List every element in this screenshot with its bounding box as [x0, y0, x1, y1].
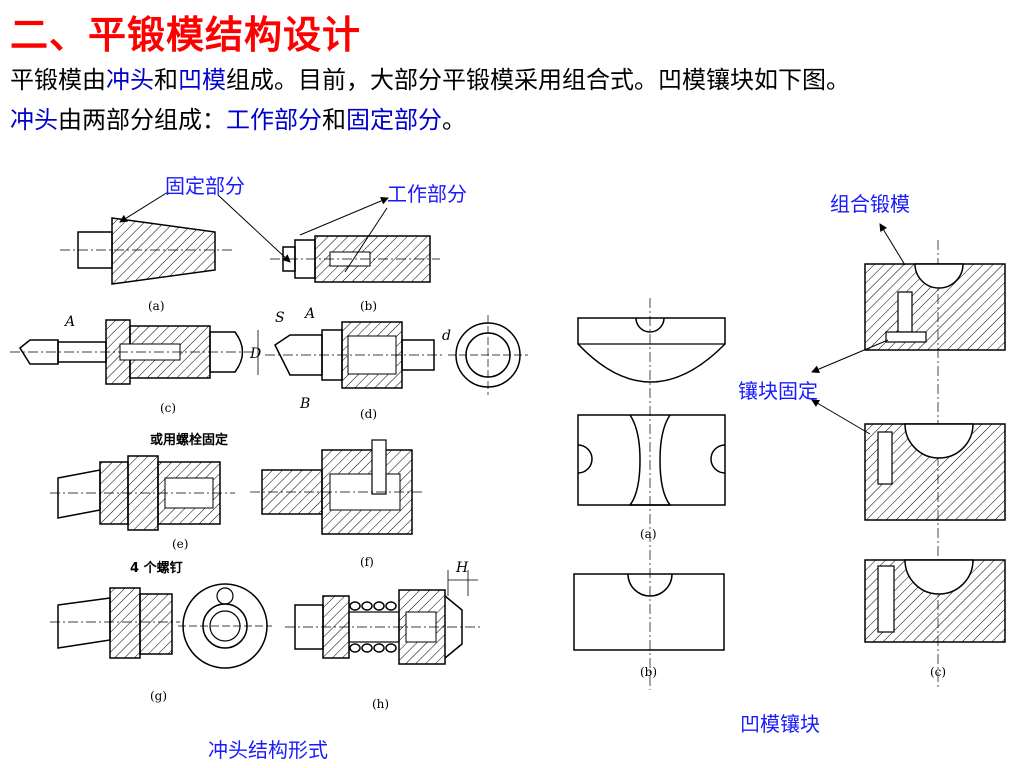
punch-figure-c: A D (c) [10, 314, 261, 415]
figure-label-d: (d) [360, 407, 377, 421]
punch-figure-d: S A B d (d) [265, 306, 528, 421]
punch-figure-f: (f) [250, 439, 425, 569]
para1-text-2: 和 [154, 66, 178, 94]
combined-die-figures: (c) [811, 223, 1006, 690]
screws-note: 4 个螺钉 [130, 560, 183, 576]
punch-figure-e: 或用螺栓固定 (e) [50, 432, 235, 551]
punch-figure-h: H (h) [285, 560, 480, 711]
punch-paragraph: 冲头由两部分组成：工作部分和固定部分。 [10, 100, 466, 135]
letter-D: D [249, 346, 261, 362]
para2-text-1: 由两部分组成： [58, 106, 226, 134]
letter-B: B [299, 396, 310, 412]
keyword-die: 凹模 [178, 66, 226, 94]
letter-d: d [442, 328, 451, 344]
figure-label-h: (h) [372, 697, 389, 711]
die-figure-label-c: (c) [930, 665, 946, 679]
para1-text-3: 组成。目前，大部分平锻模采用组合式。凹模镶块如下图。 [226, 66, 850, 94]
callout-punch-forms: 冲头结构形式 [208, 738, 328, 762]
punch-figure-g: 4 个螺钉 (g) [50, 560, 272, 703]
letter-A-d: A [303, 306, 315, 322]
keyword-punch-2: 冲头 [10, 106, 58, 134]
figure-label-b: (b) [360, 299, 377, 313]
slide-title: 二、平锻模结构设计 [10, 13, 362, 57]
figure-label-f: (f) [360, 555, 374, 569]
letter-S: S [275, 310, 285, 326]
letter-A-c: A [63, 314, 75, 330]
keyword-working-part: 工作部分 [226, 106, 322, 134]
para2-text-2: 和 [322, 106, 346, 134]
letter-H: H [455, 560, 469, 576]
keyword-fixed-part: 固定部分 [346, 106, 442, 134]
figure-label-e: (e) [172, 537, 188, 551]
figure-label-g: (g) [150, 689, 167, 703]
intro-paragraph: 平锻模由冲头和凹模组成。目前，大部分平锻模采用组合式。凹模镶块如下图。 [10, 60, 850, 95]
bolt-note: 或用螺栓固定 [150, 432, 228, 448]
callout-die-insert: 凹模镶块 [740, 712, 820, 736]
die-insert-figures: (a) (b) [573, 298, 726, 690]
figure-label-a: (a) [148, 299, 165, 313]
callout-working-part: 工作部分 [387, 182, 467, 206]
para1-text-1: 平锻模由 [10, 66, 106, 94]
callout-fixed-part: 固定部分 [165, 174, 245, 198]
para2-text-3: 。 [442, 106, 466, 134]
punch-figure-a: (a) [60, 217, 235, 313]
die-figure-label-a: (a) [640, 527, 657, 541]
die-figure-label-b: (b) [640, 665, 657, 679]
callout-insert-fixing: 镶块固定 [738, 379, 818, 403]
keyword-punch: 冲头 [106, 66, 154, 94]
callout-combined-die: 组合锻模 [830, 192, 910, 216]
figure-label-c: (c) [160, 401, 176, 415]
punch-figure-b: (b) [270, 235, 440, 313]
